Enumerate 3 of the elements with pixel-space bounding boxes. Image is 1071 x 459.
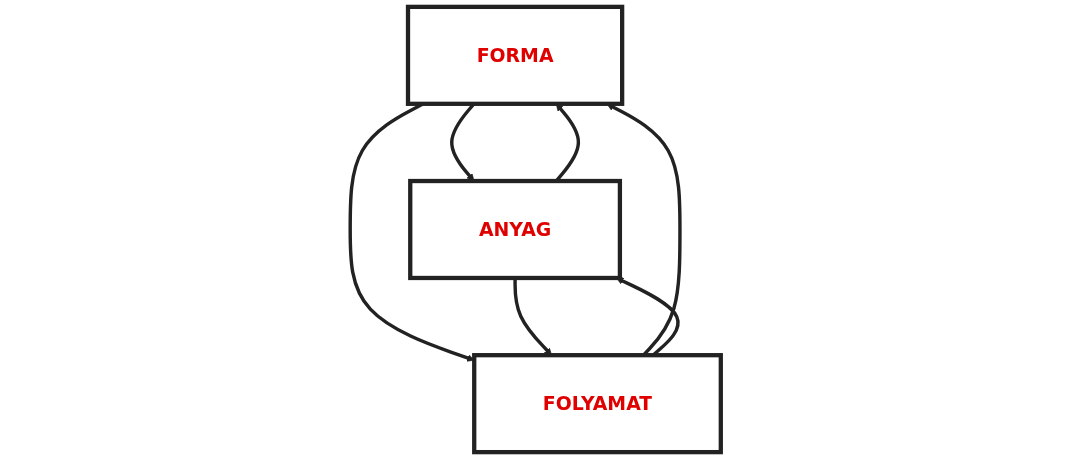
node-box: ANYAG [408, 178, 623, 281]
node-box: FORMA [405, 4, 625, 106]
node-box: FOLYAMAT [472, 353, 723, 455]
